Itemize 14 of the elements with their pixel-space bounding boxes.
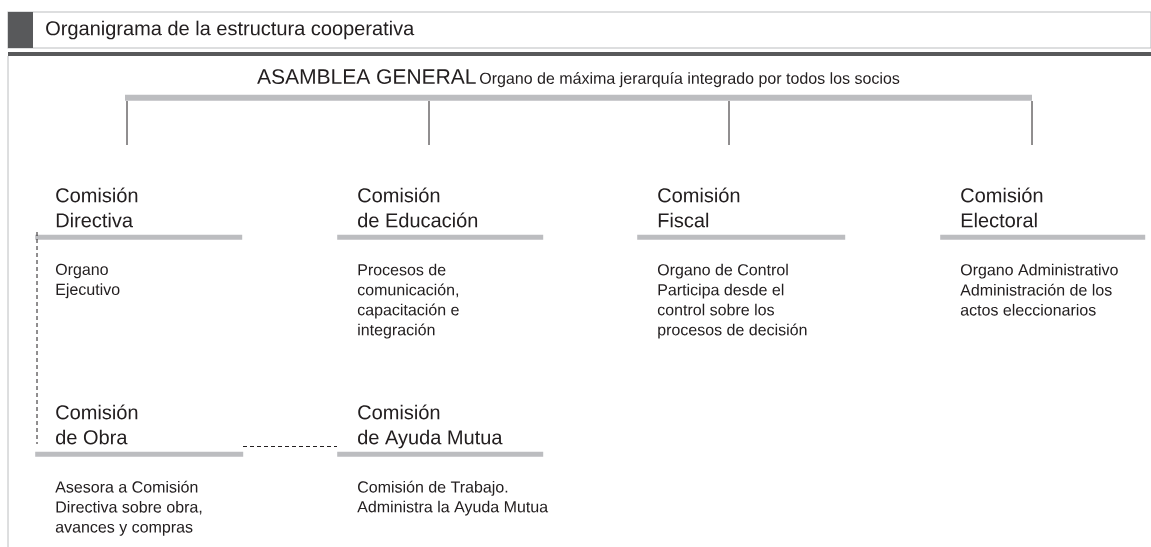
connector-line: [126, 100, 128, 146]
committee-block: Comisión Fiscal Organo de Control Participa desde el control sobre los procesos de decisión: [637, 187, 846, 339]
connector-line: [428, 100, 430, 146]
dashed-connector: [242, 446, 338, 447]
committee-block: Comisión de Ayuda Mutua Comisión de Trabajo. Administra la Ayuda Mutua: [337, 404, 549, 516]
dashed-connector: [36, 231, 38, 445]
connector-line: [1031, 100, 1033, 146]
connector-line: [728, 100, 730, 146]
assembly-heading: ASAMBLEA GENERAL Organo de máxima jerarquía integrado por todos los socios: [125, 69, 1032, 101]
committee-block: Comisión de Obra Asesora a Comisión Directiva sobre obra, avances y compras: [35, 404, 244, 536]
committee-block: Comisión de Educación Procesos de comunicación, capacitación e integración: [337, 187, 544, 339]
committee-block: Comisión Directiva Organo Ejecutivo: [35, 187, 243, 299]
committee-block: Comisión Electoral Organo Administrativo Administración de los actos eleccionarios: [940, 187, 1146, 316]
title-bar: Organigrama de la estructura cooperativa: [7, 11, 1151, 49]
